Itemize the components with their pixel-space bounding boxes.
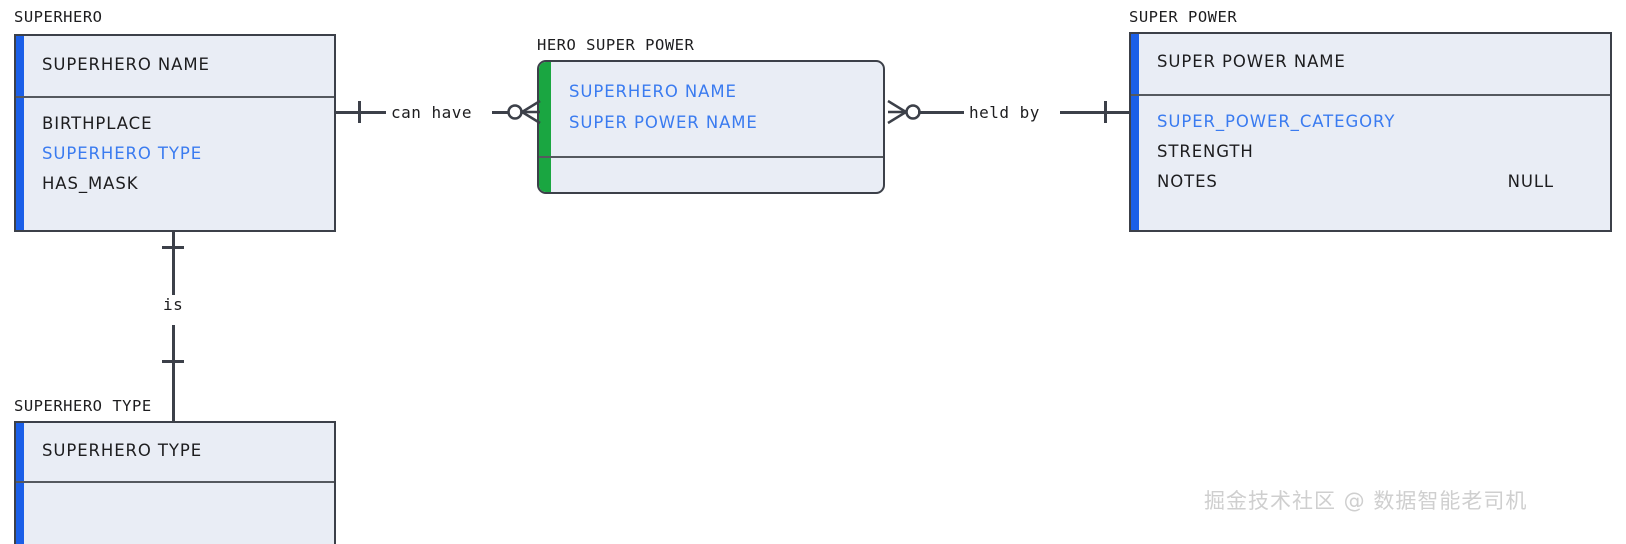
watermark-text: 掘金技术社区 @ 数据智能老司机 bbox=[1204, 489, 1528, 513]
cardinality-zero-or-many-hero-super-power bbox=[507, 99, 541, 125]
relationship-line-is-lower bbox=[172, 325, 175, 421]
entity-superhero-pk-section: SUPERHERO NAME bbox=[16, 36, 334, 98]
field-super-power-attr-0[interactable]: SUPER_POWER_CATEGORY bbox=[1157, 112, 1596, 131]
field-label: SUPER_POWER_CATEGORY bbox=[1157, 112, 1396, 131]
entity-title-hero-super-power: HERO SUPER POWER bbox=[537, 36, 695, 54]
entity-superhero-type-attr-section bbox=[16, 483, 334, 544]
entity-hero-super-power[interactable]: SUPERHERO NAME SUPER POWER NAME bbox=[537, 60, 885, 194]
field-label: SUPERHERO TYPE bbox=[42, 441, 203, 460]
cardinality-zero-or-many-super-power-side bbox=[887, 99, 921, 125]
entity-title-super-power: SUPER POWER bbox=[1129, 8, 1238, 26]
field-superhero-attr-1[interactable]: SUPERHERO TYPE bbox=[42, 144, 320, 163]
field-null-flag: NULL bbox=[1507, 172, 1554, 191]
entity-accent-bar-hero-super-power bbox=[539, 62, 551, 192]
field-hero-super-power-pk-1[interactable]: SUPER POWER NAME bbox=[569, 113, 869, 132]
field-label: NOTES bbox=[1157, 172, 1218, 191]
entity-accent-bar-superhero bbox=[16, 36, 24, 230]
field-superhero-attr-2[interactable]: HAS_MASK bbox=[42, 174, 320, 193]
relationship-line-held-by-left bbox=[918, 111, 966, 114]
field-label: SUPERHERO TYPE bbox=[42, 144, 203, 163]
entity-superhero-type[interactable]: SUPERHERO TYPE bbox=[14, 421, 336, 544]
field-hero-super-power-pk-0[interactable]: SUPERHERO NAME bbox=[569, 82, 869, 101]
entity-super-power-attr-section: SUPER_POWER_CATEGORY STRENGTH NOTES NULL bbox=[1131, 96, 1610, 230]
entity-superhero[interactable]: SUPERHERO NAME BIRTHPLACE SUPERHERO TYPE… bbox=[14, 34, 336, 232]
relationship-label-is: is bbox=[158, 295, 189, 314]
field-superhero-attr-0[interactable]: BIRTHPLACE bbox=[42, 114, 320, 133]
relationship-line-is-upper bbox=[172, 232, 175, 297]
cardinality-one-bar-superhero bbox=[358, 101, 361, 123]
entity-title-superhero-type: SUPERHERO TYPE bbox=[14, 397, 152, 415]
field-label: SUPERHERO NAME bbox=[569, 82, 737, 101]
relationship-label-held-by: held by bbox=[964, 103, 1045, 122]
entity-superhero-type-pk-section: SUPERHERO TYPE bbox=[16, 423, 334, 483]
entity-hero-super-power-attr-section bbox=[539, 158, 883, 192]
relationship-line-held-by-right bbox=[1060, 111, 1130, 114]
cardinality-one-bar-super-power bbox=[1104, 101, 1107, 123]
field-label: SUPERHERO NAME bbox=[42, 55, 210, 74]
relationship-line-can-have-right bbox=[492, 111, 514, 114]
relationship-line-can-have-left bbox=[336, 111, 388, 114]
field-label: BIRTHPLACE bbox=[42, 114, 153, 133]
field-super-power-pk-0[interactable]: SUPER POWER NAME bbox=[1157, 52, 1596, 71]
field-label: STRENGTH bbox=[1157, 142, 1254, 161]
entity-superhero-attr-section: BIRTHPLACE SUPERHERO TYPE HAS_MASK bbox=[16, 98, 334, 230]
entity-super-power-pk-section: SUPER POWER NAME bbox=[1131, 34, 1610, 96]
field-label: SUPER POWER NAME bbox=[1157, 52, 1346, 71]
cardinality-one-bar-superhero-type-vertical bbox=[162, 360, 184, 363]
field-super-power-attr-1[interactable]: STRENGTH bbox=[1157, 142, 1596, 161]
entity-hero-super-power-pk-section: SUPERHERO NAME SUPER POWER NAME bbox=[539, 62, 883, 158]
cardinality-one-bar-superhero-vertical bbox=[162, 246, 184, 249]
relationship-label-can-have: can have bbox=[386, 103, 478, 122]
entity-accent-bar-super-power bbox=[1131, 34, 1139, 230]
field-label: SUPER POWER NAME bbox=[569, 113, 758, 132]
entity-super-power[interactable]: SUPER POWER NAME SUPER_POWER_CATEGORY ST… bbox=[1129, 32, 1612, 232]
entity-accent-bar-superhero-type bbox=[16, 423, 24, 544]
field-superhero-type-pk-0[interactable]: SUPERHERO TYPE bbox=[42, 441, 320, 460]
field-super-power-attr-2[interactable]: NOTES NULL bbox=[1157, 172, 1596, 191]
field-label: HAS_MASK bbox=[42, 174, 139, 193]
entity-title-superhero: SUPERHERO bbox=[14, 8, 103, 26]
field-superhero-pk-0[interactable]: SUPERHERO NAME bbox=[42, 55, 320, 74]
